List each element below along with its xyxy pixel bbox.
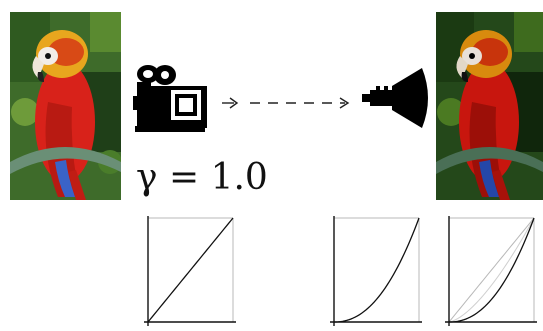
display-response-plot [326, 212, 426, 328]
combined-response-plot [441, 212, 541, 328]
signal-arrow [220, 95, 355, 111]
parrot-image [436, 12, 543, 200]
source-parrot-photo [10, 12, 121, 200]
displayed-parrot-photo [436, 12, 543, 200]
gamma-label: γ = 1.0 [136, 160, 268, 196]
reference-curve [449, 218, 534, 322]
parrot-image [10, 12, 121, 200]
camera-response-plot [140, 212, 240, 328]
linear-curve [148, 218, 233, 322]
crt-display-icon [362, 66, 434, 130]
power-curve [334, 218, 419, 322]
video-camera-icon [133, 62, 213, 134]
